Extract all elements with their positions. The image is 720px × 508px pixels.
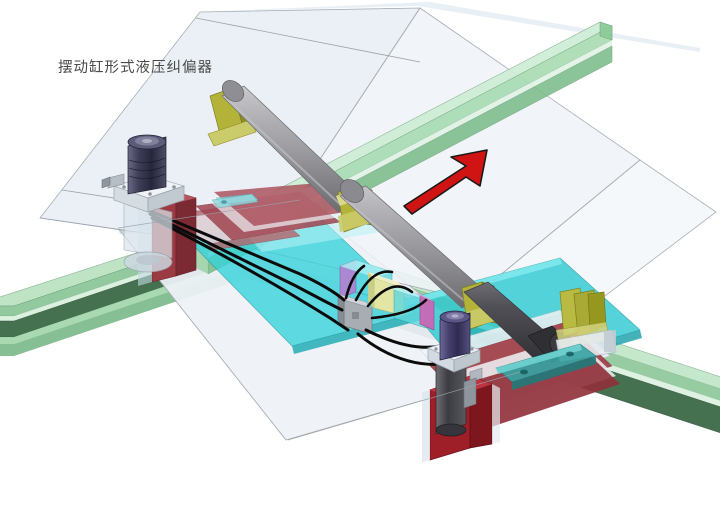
belt-seam-lines [117, 199, 521, 441]
mount-plate-teal-small [211, 193, 259, 209]
steering-roller-section-1 [221, 80, 361, 213]
swing-cylinder-left[interactable] [101, 134, 186, 273]
figure-caption: 摆动缸形式液压纠偏器 [58, 60, 213, 76]
belt-travel-direction-arrow [403, 149, 488, 215]
mount-plate-teal [495, 343, 597, 390]
swing-cylinder-right[interactable] [427, 310, 483, 437]
